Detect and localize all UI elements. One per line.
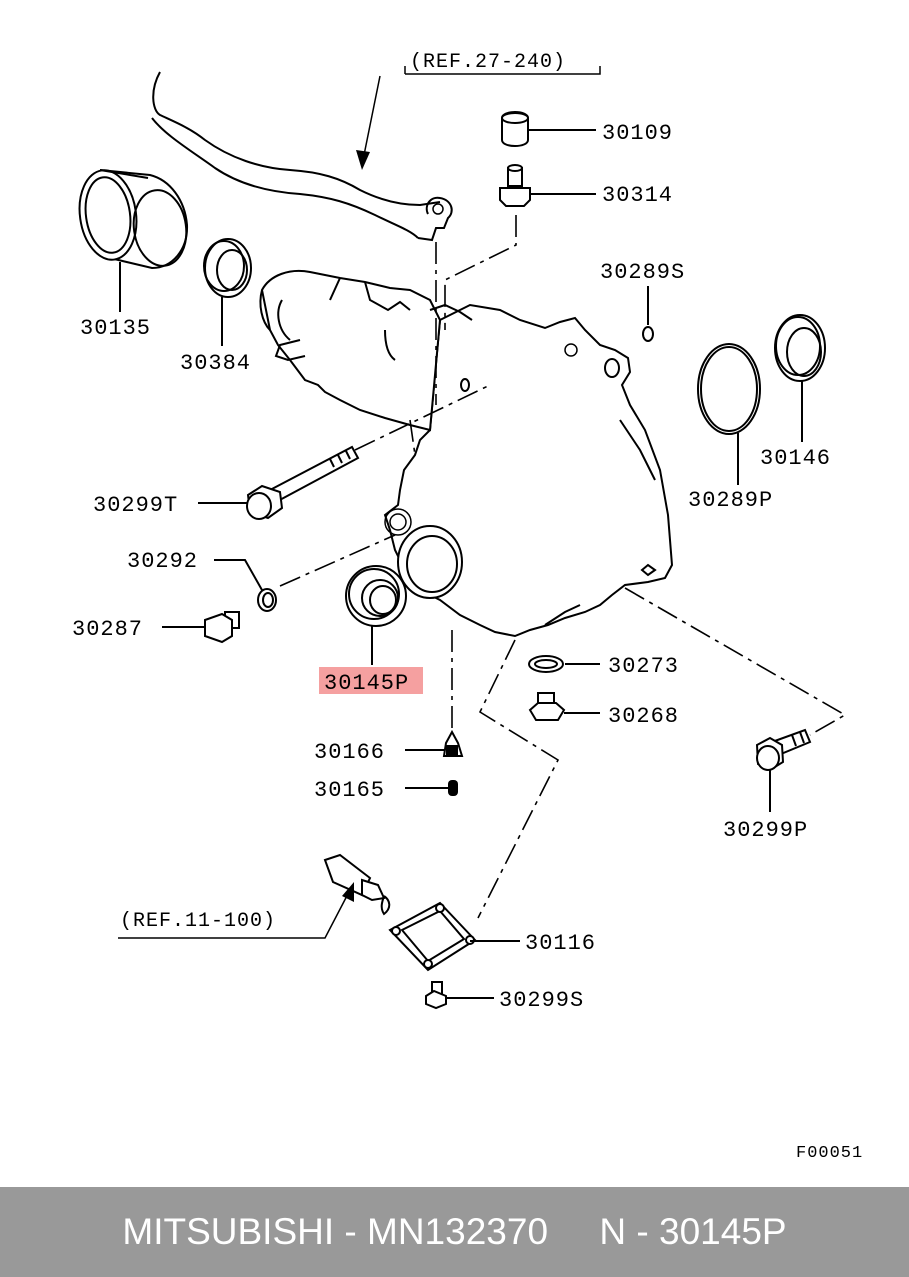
part-30166-vent bbox=[405, 729, 464, 757]
part-30299p-bolt bbox=[755, 728, 812, 812]
part-30116-cover bbox=[388, 901, 520, 972]
highlight-box bbox=[319, 667, 423, 694]
label-30165: 30165 bbox=[314, 778, 385, 803]
part-30314-breather bbox=[499, 164, 596, 207]
part-30289s-oring bbox=[642, 286, 654, 342]
ref-label-bottom: (REF.11-100) bbox=[120, 910, 276, 933]
part-30165-cap bbox=[405, 780, 458, 796]
label-30299s: 30299S bbox=[499, 988, 584, 1013]
label-30116: 30116 bbox=[525, 931, 596, 956]
assembly-lines bbox=[279, 215, 847, 919]
label-30289p: 30289P bbox=[688, 488, 773, 513]
label-30145p: 30145P bbox=[324, 671, 409, 696]
part-30146-seal bbox=[774, 314, 826, 442]
label-30146: 30146 bbox=[760, 446, 831, 471]
ref-27-240-callout bbox=[356, 66, 601, 170]
label-30109: 30109 bbox=[602, 121, 673, 146]
part-30287-plug bbox=[162, 611, 240, 644]
sealant-tube bbox=[118, 853, 391, 939]
ref-label-top: (REF.27-240) bbox=[410, 51, 566, 74]
exploded-parts-diagram: (REF.27-240) (REF.11-100) 30109 30314 30… bbox=[72, 51, 863, 1163]
footer-part-info: MITSUBISHI - MN132370 N - 30145P bbox=[122, 1211, 787, 1252]
footer-bar: MITSUBISHI - MN132370 N - 30145P bbox=[0, 1187, 909, 1277]
part-30268-plug bbox=[528, 692, 600, 721]
label-30273: 30273 bbox=[608, 654, 679, 679]
part-30299s-bolt bbox=[425, 981, 494, 1010]
label-30292: 30292 bbox=[127, 549, 198, 574]
label-30299p: 30299P bbox=[723, 818, 808, 843]
part-30109-cap bbox=[501, 111, 596, 147]
figure-code: F00051 bbox=[796, 1144, 863, 1163]
label-30289s: 30289S bbox=[600, 260, 685, 285]
label-30299t: 30299T bbox=[93, 493, 178, 518]
part-30289p-oring bbox=[697, 343, 761, 485]
part-30384-seal bbox=[203, 238, 252, 346]
transfer-case-housing bbox=[259, 270, 674, 638]
label-30384: 30384 bbox=[180, 351, 251, 376]
part-30135-sleeve bbox=[78, 169, 189, 312]
frame-outline bbox=[151, 71, 453, 242]
label-30166: 30166 bbox=[314, 740, 385, 765]
part-30292-washer bbox=[214, 559, 277, 612]
part-30273-gasket bbox=[528, 655, 600, 673]
label-30287: 30287 bbox=[72, 617, 143, 642]
part-30145p-oil-seal bbox=[345, 565, 407, 665]
label-30135: 30135 bbox=[80, 316, 151, 341]
label-30268: 30268 bbox=[608, 704, 679, 729]
part-30299t-bolt bbox=[198, 445, 360, 520]
label-30314: 30314 bbox=[602, 183, 673, 208]
